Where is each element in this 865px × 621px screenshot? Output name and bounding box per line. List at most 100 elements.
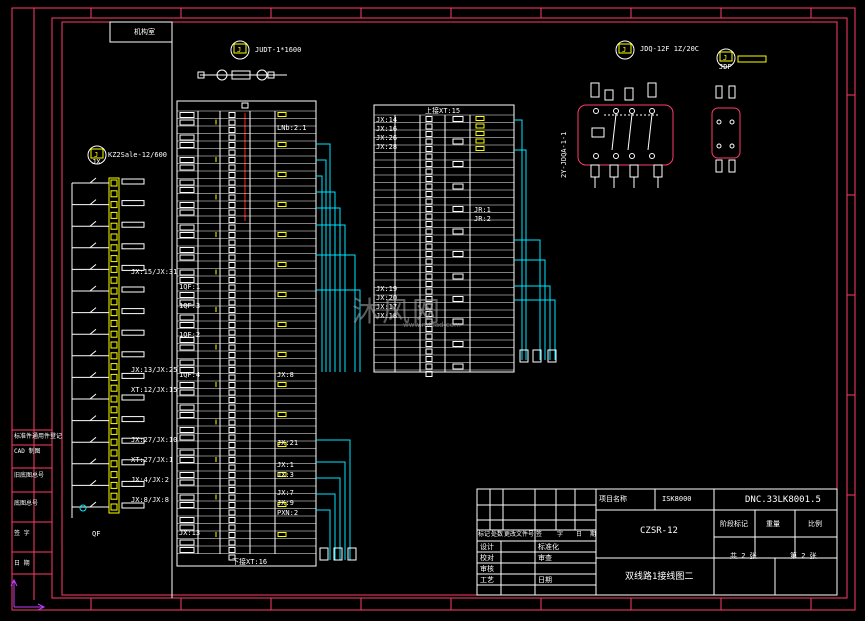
room-label-box [109, 21, 173, 598]
terminal-cell [425, 183, 433, 190]
terminal-cell [179, 434, 195, 441]
terminal-group-label: JX:15/JX:31 [131, 268, 178, 276]
terminal-cell [425, 348, 433, 355]
jumper-cell [475, 138, 485, 144]
wire-run [316, 143, 331, 372]
terminal-cell [425, 213, 433, 220]
terminal-cell [425, 243, 433, 250]
terminal-cell [228, 457, 236, 463]
terminal-cell [452, 206, 464, 212]
switch-contact [89, 501, 97, 508]
wire-terminal [547, 349, 557, 363]
stage-header-1: 重量 [766, 520, 780, 528]
switch-contact [89, 328, 97, 335]
terminal-cell [228, 217, 236, 223]
terminal-tag [121, 243, 145, 250]
jumper-cell [277, 322, 287, 327]
right-table-row-label: JR:2 [474, 215, 491, 223]
drawing-number: DNC.33LK8001.5 [745, 495, 821, 505]
terminal-cell [452, 363, 464, 370]
terminal-cell [179, 232, 195, 238]
terminal-group-label: XT:12/JX:15 [131, 386, 178, 394]
wire-terminal [532, 349, 542, 363]
terminal-cell [425, 258, 433, 265]
terminal-cell [228, 194, 236, 201]
left-strip-label: 标准件通用件登记 [14, 433, 63, 440]
terminal-cell [228, 247, 236, 253]
terminal-block [110, 449, 118, 457]
left-table-header-cell [241, 102, 249, 109]
watermark-url: www.mfcad.com [403, 321, 461, 329]
terminal-cell [179, 314, 195, 321]
terminal-cell [228, 389, 236, 396]
mark-header-cell: 日 [576, 531, 583, 538]
motor-symbol [197, 40, 287, 81]
jumper-cell [277, 262, 287, 267]
left-table-row-label: 1QF:2 [179, 331, 201, 339]
jumper-cell [475, 116, 485, 121]
mark-header-cell: 字 [557, 531, 564, 538]
terminal-block [110, 427, 118, 435]
terminal-cell [452, 138, 464, 145]
terminal-cell [452, 116, 464, 122]
mark-header-cell: 期 [590, 531, 597, 538]
terminal-cell [179, 187, 195, 193]
terminal-cell [179, 337, 195, 343]
terminal-cell [228, 284, 236, 291]
terminal-cell [425, 273, 433, 280]
right-relay-symbol [577, 40, 674, 188]
terminal-cell [425, 146, 433, 152]
left-coil-label: KZ2Sale-12/600 [108, 151, 168, 159]
terminal-cell [228, 352, 236, 358]
right-table-row-label: JX:20 [376, 294, 398, 302]
terminal-cell [228, 224, 236, 231]
terminal-tag [121, 286, 145, 293]
terminal-cell [179, 389, 195, 396]
terminal-cell [228, 142, 236, 148]
terminal-cell [228, 254, 236, 261]
switch-contact [89, 264, 97, 270]
terminal-cell [228, 502, 236, 508]
terminal-cell [425, 161, 433, 167]
design-row-field: 标准化 [538, 543, 559, 551]
terminal-cell [228, 367, 236, 373]
terminal-cell [228, 277, 236, 283]
terminal-cell [179, 277, 195, 283]
right-table-row-label: JR:1 [474, 206, 491, 214]
drawing-title: 双线路1接线图二 [625, 572, 694, 582]
wire-run [316, 509, 331, 560]
terminal-tag [121, 372, 145, 379]
terminal-cell [228, 307, 236, 313]
terminal-tag [121, 351, 145, 358]
terminal-block [110, 211, 118, 219]
terminal-block [110, 481, 118, 489]
terminal-cell [425, 281, 433, 287]
design-row-role: 审核 [480, 565, 494, 573]
terminal-cell [425, 131, 433, 137]
terminal-cell [179, 404, 195, 411]
terminal-block [110, 244, 118, 252]
terminal-cell [425, 191, 433, 197]
terminal-cell [179, 479, 195, 486]
terminal-cell [228, 119, 236, 126]
terminal-cell [228, 209, 236, 216]
terminal-block [110, 460, 118, 468]
sheet-number: 第 2 张 [790, 552, 817, 560]
terminal-cell [179, 224, 195, 231]
terminal-block [110, 319, 118, 327]
switch-contact [89, 220, 97, 227]
terminal-cell [228, 539, 236, 546]
left-table-row-label: 1QF:1 [179, 283, 201, 291]
switch-contact [89, 242, 97, 249]
left-terminal-column [71, 177, 145, 518]
terminal-cell [228, 337, 236, 343]
relay-right-badge: J [622, 46, 627, 54]
switch-contact [89, 458, 97, 465]
terminal-cell [452, 273, 464, 280]
frame-ticks [90, 8, 855, 610]
terminal-tag [121, 221, 145, 228]
terminal-block [110, 406, 118, 414]
terminal-cell [179, 539, 195, 546]
wire-terminal [519, 349, 529, 363]
cyan-wiring [316, 119, 557, 561]
